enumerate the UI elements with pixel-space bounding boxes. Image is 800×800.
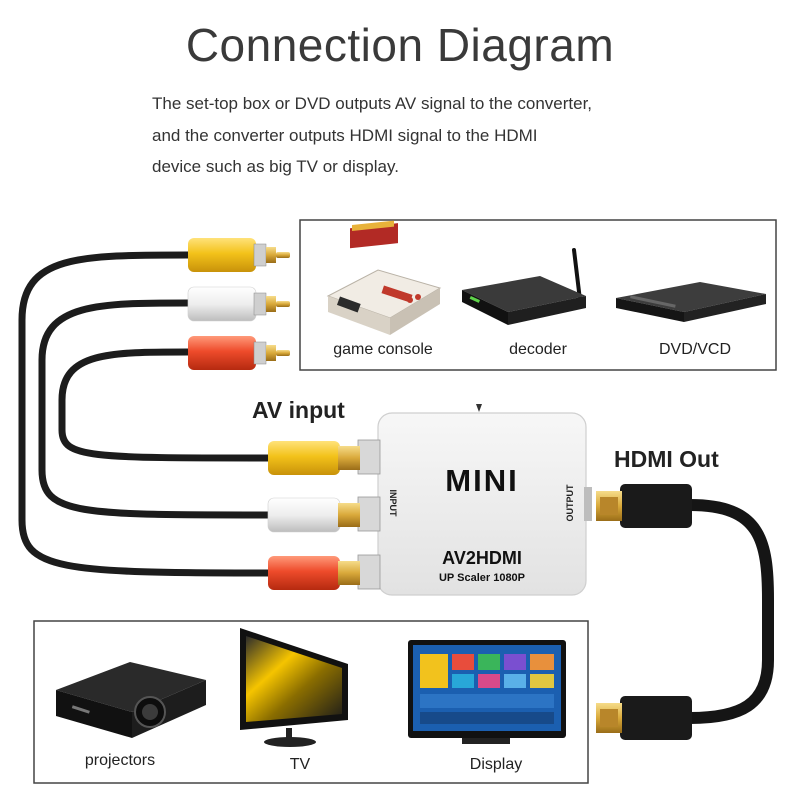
rca-cables	[18, 251, 274, 577]
display-image	[408, 640, 566, 744]
converter-subtitle: UP Scaler 1080P	[438, 572, 526, 584]
rca-plug-yellow-left	[188, 238, 290, 272]
source-label-dvd-vcd: DVD/VCD	[658, 341, 731, 358]
description-line-3: device such as big TV or display.	[152, 157, 399, 176]
white-cable	[38, 299, 274, 519]
output-label-projectors: projectors	[84, 752, 156, 769]
source-label-decoder: decoder	[509, 341, 567, 358]
decoder-image	[462, 248, 586, 325]
description-line-1: The set-top box or DVD outputs AV signal…	[152, 94, 593, 113]
converter-box	[357, 404, 592, 596]
hdmi-plug-top	[596, 484, 692, 528]
rca-plug-yellow-input	[268, 441, 360, 475]
tv-image	[240, 628, 348, 747]
projector-image	[56, 662, 206, 738]
hdmi-out-label: HDMI Out	[614, 446, 719, 472]
output-label-tv: TV	[289, 756, 311, 773]
yellow-cable	[18, 251, 274, 577]
description-line-2: and the converter outputs HDMI signal to…	[152, 126, 538, 145]
rca-plug-white-left	[187, 286, 290, 322]
hdmi-plug-bottom	[596, 696, 692, 740]
source-label-game-console: game console	[333, 341, 433, 358]
dvd-player-image	[616, 282, 766, 322]
rca-plug-red-left	[188, 336, 290, 370]
av-input-label: AV input	[252, 397, 345, 423]
game-console-image	[326, 220, 442, 335]
hdmi-cable	[684, 499, 774, 724]
converter-model: AV2HDMI	[442, 548, 522, 568]
rca-plug-red-input	[268, 556, 360, 590]
red-cable	[58, 348, 274, 462]
converter-brand: MINI	[445, 463, 519, 498]
converter-input-label: INPUT	[388, 489, 398, 517]
converter-output-label: OUTPUT	[565, 484, 575, 522]
output-label-display: Display	[469, 756, 523, 773]
rca-plug-white-input	[267, 497, 360, 533]
page-title: Connection Diagram	[185, 19, 615, 71]
